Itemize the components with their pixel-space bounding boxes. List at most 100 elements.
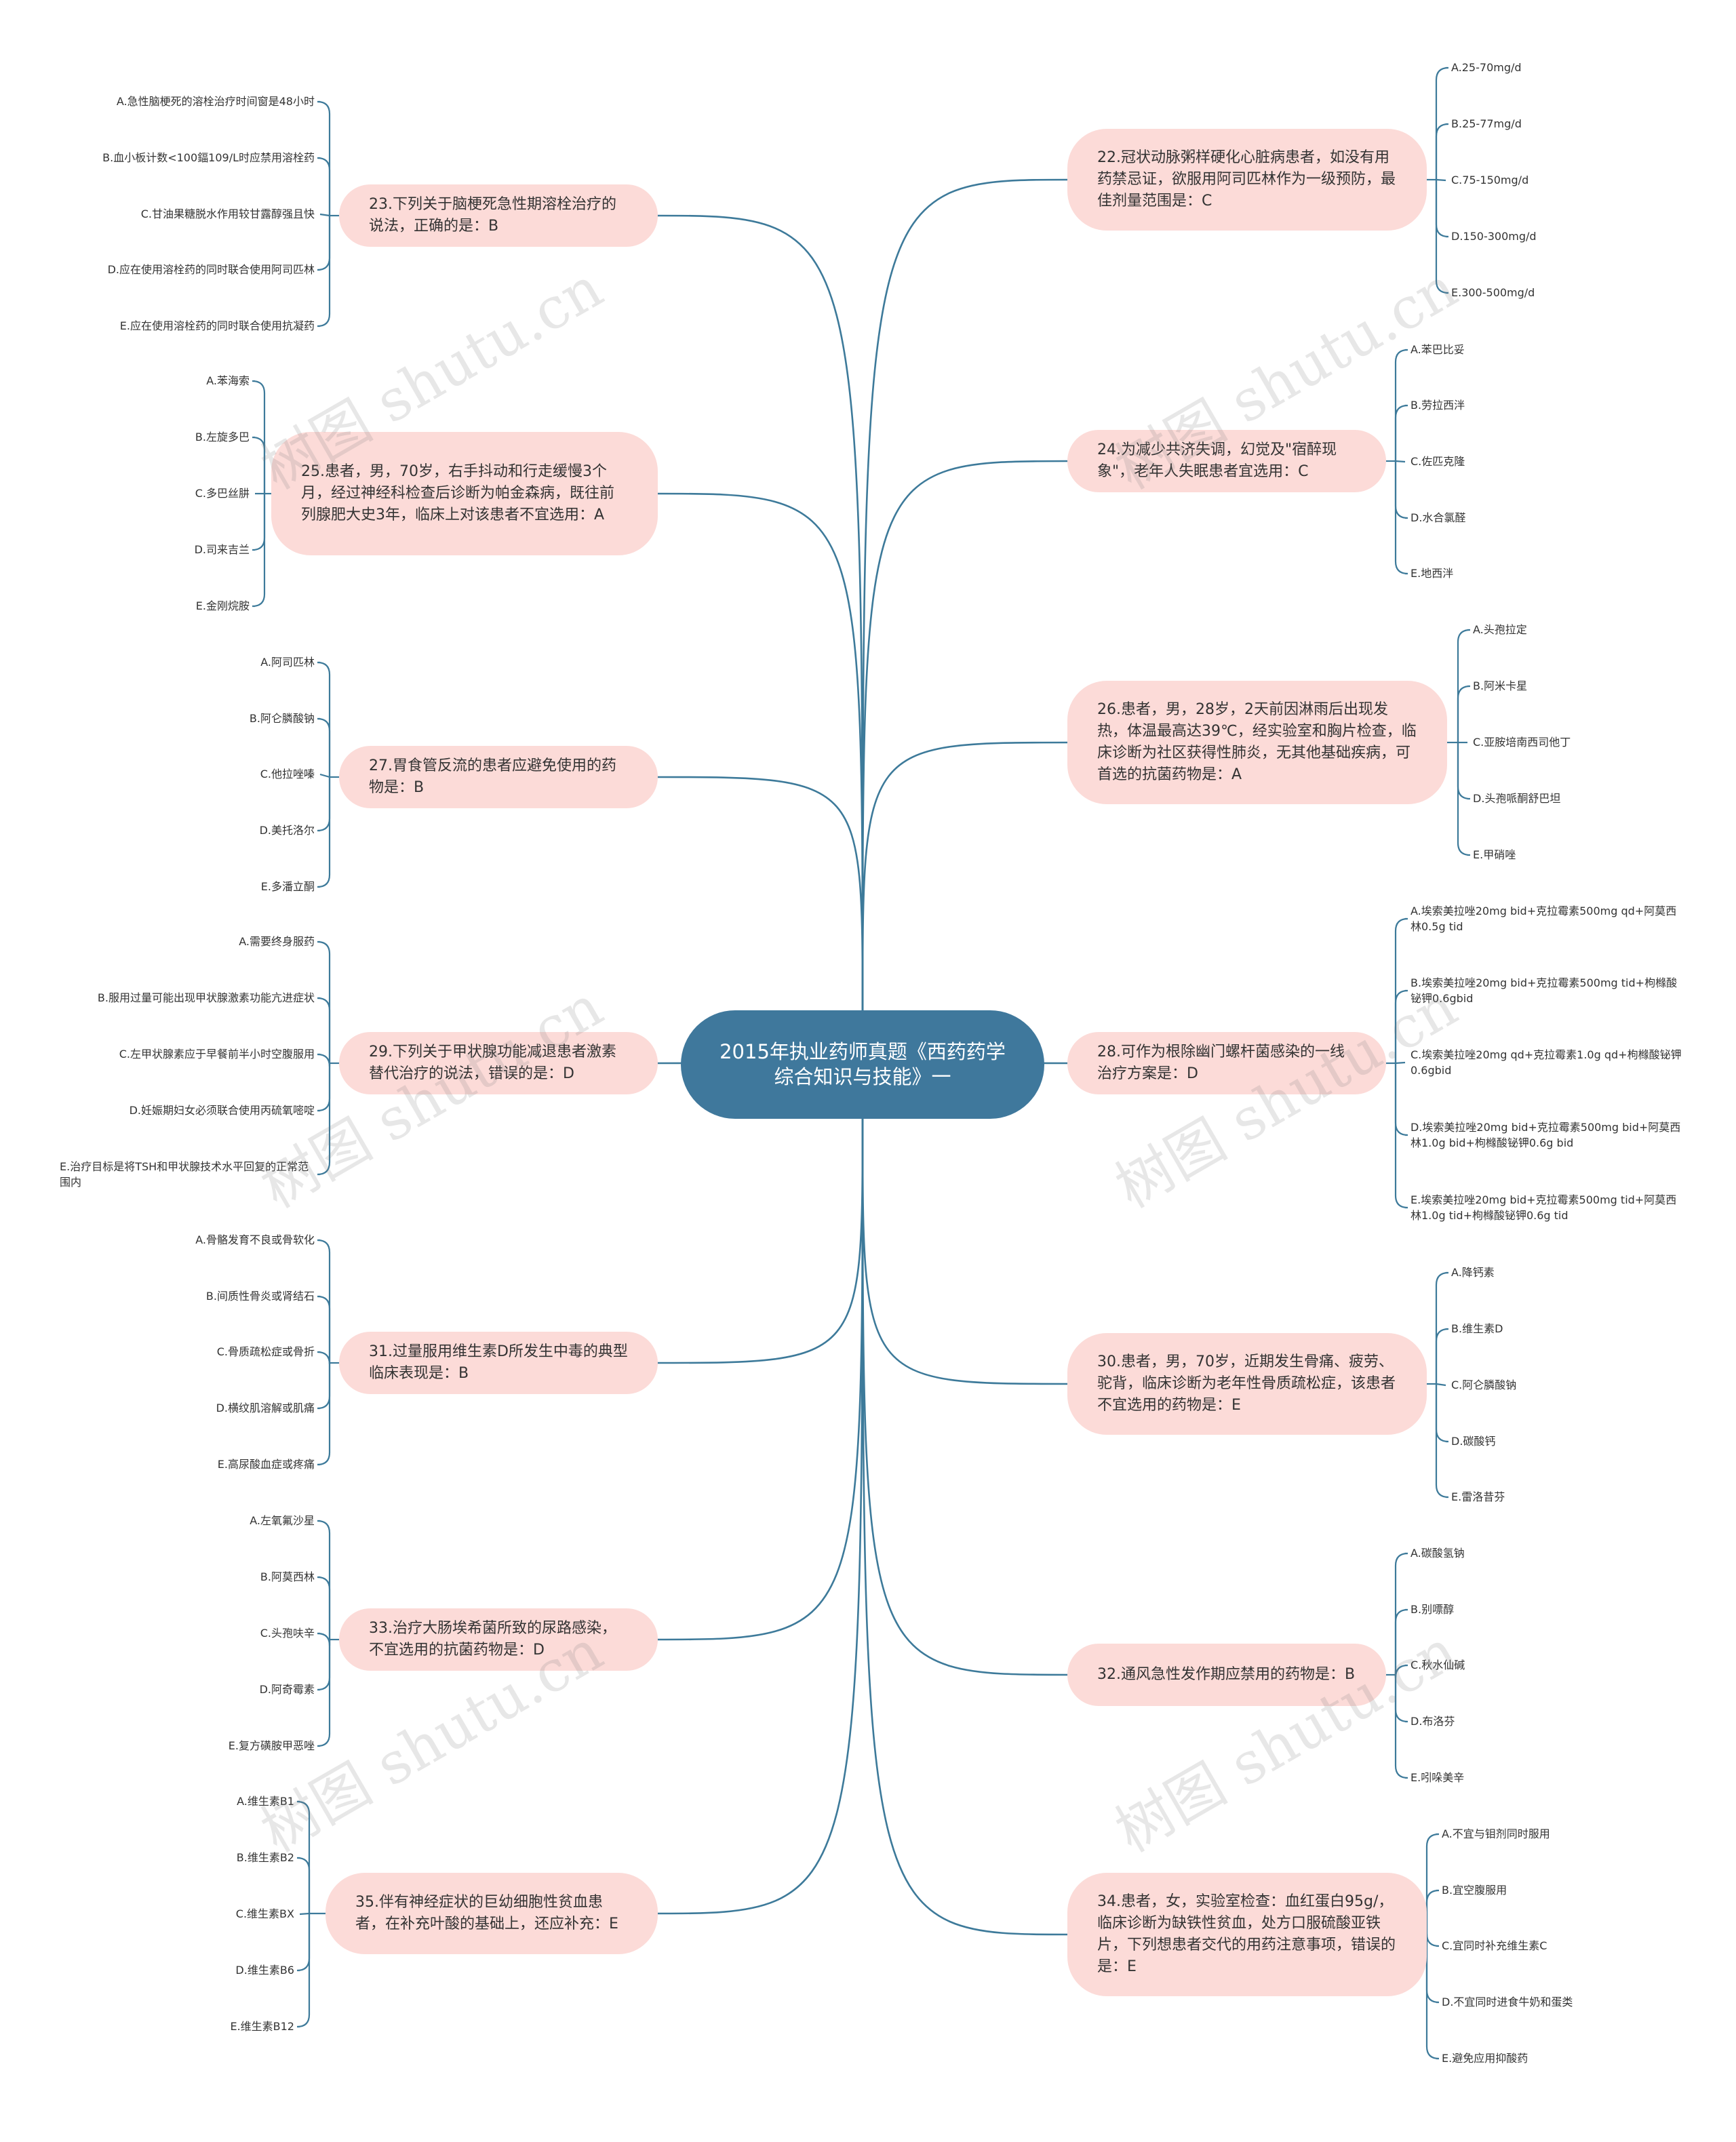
option-q30-b[interactable]: B.维生素D (1451, 1322, 1503, 1335)
branch-q35[interactable]: 35.伴有神经症状的巨幼细胞性贫血患者，在补充叶酸的基础上，还应补充：E (326, 1873, 658, 1954)
leaf-connector (252, 494, 266, 608)
leaf-connector (1394, 917, 1408, 1063)
root-topic[interactable]: 2015年执业药师真题《西药药学综合知识与技能》一 (681, 1010, 1044, 1119)
leaf-connector (296, 1857, 311, 1913)
option-q34-b[interactable]: B.宜空腹服用 (1442, 1884, 1507, 1897)
option-q23-c[interactable]: C.甘油果糖脱水作用较甘露醇强且快 (140, 207, 315, 220)
option-q34-a[interactable]: A.不宜与钼剂同时服用 (1442, 1827, 1550, 1840)
option-q27-b[interactable]: B.阿仑膦酸钠 (249, 712, 315, 725)
option-q32-c[interactable]: C.秋水仙碱 (1410, 1659, 1465, 1671)
leaf-connector (319, 773, 330, 778)
option-q23-b[interactable]: B.血小板计数<100鍢109/L时应禁用溶栓药 (102, 151, 315, 164)
branch-q34[interactable]: 34.患者，女，实验室检查：血红蛋白95g/，临床诊断为缺铁性贫血，处方口服硫酸… (1067, 1873, 1427, 1996)
option-q31-e[interactable]: E.高尿酸血症或疼痛 (217, 1458, 315, 1471)
leaf-connector (317, 1576, 331, 1640)
option-q23-e[interactable]: E.应在使用溶栓药的同时联合使用抗凝药 (119, 319, 315, 332)
leaf-connector (317, 216, 331, 328)
option-q31-d[interactable]: D.横纹肌溶解或肌痛 (216, 1402, 315, 1414)
option-q24-e[interactable]: E.地西泮 (1410, 567, 1454, 580)
option-q29-c[interactable]: C.左甲状腺素应于早餐前半小时空腹服用 (119, 1048, 315, 1060)
option-q31-c[interactable]: C.骨质疏松症或骨折 (216, 1345, 315, 1358)
branch-label: 30.患者，男，70岁，近期发生骨痛、疲劳、驼背，临床诊断为老年性骨质疏松症，该… (1097, 1353, 1396, 1414)
option-q33-c[interactable]: C.头孢呋辛 (260, 1627, 315, 1640)
option-q26-a[interactable]: A.头孢拉定 (1473, 623, 1527, 636)
option-q24-b[interactable]: B.劳拉西泮 (1410, 399, 1465, 412)
option-q33-a[interactable]: A.左氧氟沙星 (250, 1514, 315, 1527)
option-q30-c[interactable]: C.阿仑膦酸钠 (1451, 1379, 1517, 1391)
option-q29-e[interactable]: E.治疗目标是将TSH和甲状腺技术水平回复的正常范围内 (60, 1160, 309, 1189)
option-q22-b[interactable]: B.25-77mg/d (1451, 117, 1522, 130)
option-q30-d[interactable]: D.碳酸钙 (1451, 1435, 1496, 1448)
option-q22-e[interactable]: E.300-500mg/d (1451, 286, 1535, 299)
option-q35-c[interactable]: C.维生素BX (235, 1907, 294, 1920)
option-q33-b[interactable]: B.阿莫西林 (260, 1570, 315, 1583)
branch-q27[interactable]: 27.胃食管反流的患者应避免使用的药物是：B (339, 746, 658, 808)
option-q35-b[interactable]: B.维生素B2 (236, 1851, 294, 1864)
branch-q24[interactable]: 24.为减少共济失调，幻觉及"宿醉现象"，老年人失眠患者宜选用：C (1067, 430, 1386, 492)
option-q35-e[interactable]: E.维生素B12 (230, 2020, 294, 2033)
option-q23-a[interactable]: A.急性脑梗死的溶栓治疗时间窗是48小时 (116, 95, 315, 108)
option-q28-e[interactable]: E.埃索美拉唑20mg bid+克拉霉素500mg tid+阿莫西林1.0g t… (1410, 1193, 1677, 1222)
option-q25-b[interactable]: B.左旋多巴 (195, 431, 250, 443)
option-q34-e[interactable]: E.避免应用抑酸药 (1442, 2052, 1528, 2065)
option-q28-d[interactable]: D.埃索美拉唑20mg bid+克拉霉素500mg bid+阿莫西林1.0g b… (1410, 1121, 1681, 1149)
option-q24-c[interactable]: C.佐匹克隆 (1410, 455, 1465, 468)
option-q22-a[interactable]: A.25-70mg/d (1451, 61, 1522, 74)
branch-q29[interactable]: 29.下列关于甲状腺功能减退患者激素替代治疗的说法，错误的是：D (339, 1032, 658, 1094)
option-q31-b[interactable]: B.间质性骨炎或肾结石 (205, 1290, 315, 1303)
option-q25-e[interactable]: E.金刚烷胺 (195, 599, 250, 612)
leaf-connector (1435, 1271, 1449, 1384)
option-q35-d[interactable]: D.维生素B6 (235, 1964, 294, 1977)
option-q26-d[interactable]: D.头孢哌酮舒巴坦 (1473, 792, 1561, 805)
option-q27-e[interactable]: E.多潘立酮 (260, 880, 315, 893)
option-q29-a[interactable]: A.需要终身服药 (239, 935, 315, 948)
option-q28-a[interactable]: A.埃索美拉唑20mg bid+克拉霉素500mg qd+阿莫西林0.5g ti… (1410, 905, 1677, 933)
branch-q23[interactable]: 23.下列关于脑梗死急性期溶栓治疗的说法，正确的是：B (339, 184, 658, 247)
branch-q22[interactable]: 22.冠状动脉粥样硬化心脏病患者，如没有用药禁忌证，欲服用阿司匹林作为一级预防，… (1067, 129, 1427, 231)
branch-q30[interactable]: 30.患者，男，70岁，近期发生骨痛、疲劳、驼背，临床诊断为老年性骨质疏松症，该… (1067, 1333, 1427, 1435)
leaf-connector (317, 1363, 331, 1466)
option-q27-a[interactable]: A.阿司匹林 (260, 656, 315, 669)
option-q35-a[interactable]: A.维生素B1 (237, 1795, 294, 1808)
option-q34-c[interactable]: C.宜同时补充维生素C (1442, 1939, 1547, 1952)
option-q28-b[interactable]: B.埃索美拉唑20mg bid+克拉霉素500mg tid+枸橼酸铋钾0.6gb… (1410, 976, 1678, 1005)
option-q27-d[interactable]: D.美托洛尔 (259, 824, 315, 837)
option-q32-b[interactable]: B.别嘌醇 (1410, 1603, 1455, 1616)
option-q24-a[interactable]: A.苯巴比妥 (1410, 343, 1465, 356)
option-q32-d[interactable]: D.布洛芬 (1410, 1715, 1455, 1728)
option-q22-d[interactable]: D.150-300mg/d (1451, 230, 1537, 243)
branch-q33[interactable]: 33.治疗大肠埃希菌所致的尿路感染，不宜选用的抗菌药物是：D (339, 1608, 658, 1671)
branch-q32[interactable]: 32.通风急性发作期应禁用的药物是：B (1067, 1644, 1386, 1706)
leaf-connector (1425, 1933, 1440, 1947)
root-connector (861, 741, 1071, 1014)
option-q26-b[interactable]: B.阿米卡星 (1473, 679, 1528, 692)
branch-q25[interactable]: 25.患者，男，70岁，右手抖动和行走缓慢3个月，经过神经科检查后诊断为帕金森病… (271, 432, 658, 555)
branch-q31[interactable]: 31.过量服用维生素D所发生中毒的典型临床表现是：B (339, 1332, 658, 1394)
option-q24-d[interactable]: D.水合氯醛 (1410, 511, 1466, 524)
option-q32-a[interactable]: A.碳酸氢钠 (1410, 1547, 1465, 1560)
option-q27-c[interactable]: C.他拉唑嗪 (260, 768, 315, 780)
option-q26-e[interactable]: E.甲硝唑 (1473, 848, 1516, 861)
option-q33-e[interactable]: E.复方磺胺甲恶唑 (228, 1739, 315, 1752)
branch-label: 22.冠状动脉粥样硬化心脏病患者，如没有用药禁忌证，欲服用阿司匹林作为一级预防，… (1097, 149, 1396, 210)
option-q22-c[interactable]: C.75-150mg/d (1451, 174, 1529, 186)
leaf-connector (1394, 461, 1408, 575)
leaf-connector (1436, 1383, 1446, 1387)
option-q25-d[interactable]: D.司来吉兰 (194, 543, 250, 556)
option-q31-a[interactable]: A.骨骼发育不良或骨软化 (195, 1233, 315, 1246)
option-q34-d[interactable]: D.不宜同时进食牛奶和蛋类 (1442, 1996, 1573, 2008)
option-q29-b[interactable]: B.服用过量可能出现甲状腺激素功能亢进症状 (97, 991, 315, 1004)
option-q28-c[interactable]: C.埃索美拉唑20mg qd+克拉霉素1.0g qd+枸橼酸铋钾0.6gbid (1410, 1048, 1682, 1077)
leaf-connector (317, 1363, 331, 1410)
branch-q26[interactable]: 26.患者，男，28岁，2天前因淋雨后出现发热，体温最高达39℃，经实验室和胸片… (1067, 681, 1447, 804)
option-q30-e[interactable]: E.雷洛昔芬 (1451, 1490, 1505, 1503)
option-q25-a[interactable]: A.苯海索 (206, 374, 250, 387)
branch-q28[interactable]: 28.可作为根除幽门螺杆菌感染的一线治疗方案是：D (1067, 1032, 1386, 1094)
option-q29-d[interactable]: D.妊娠期妇女必须联合使用丙硫氧嘧啶 (129, 1104, 315, 1117)
option-q23-d[interactable]: D.应在使用溶栓药的同时联合使用阿司匹林 (107, 263, 315, 276)
option-q25-c[interactable]: C.多巴丝肼 (195, 487, 250, 500)
option-q26-c[interactable]: C.亚胺培南西司他丁 (1473, 736, 1571, 749)
option-q30-a[interactable]: A.降钙素 (1451, 1266, 1495, 1279)
option-q33-d[interactable]: D.阿奇霉素 (259, 1683, 315, 1696)
option-q32-e[interactable]: E.吲哚美辛 (1410, 1771, 1465, 1784)
